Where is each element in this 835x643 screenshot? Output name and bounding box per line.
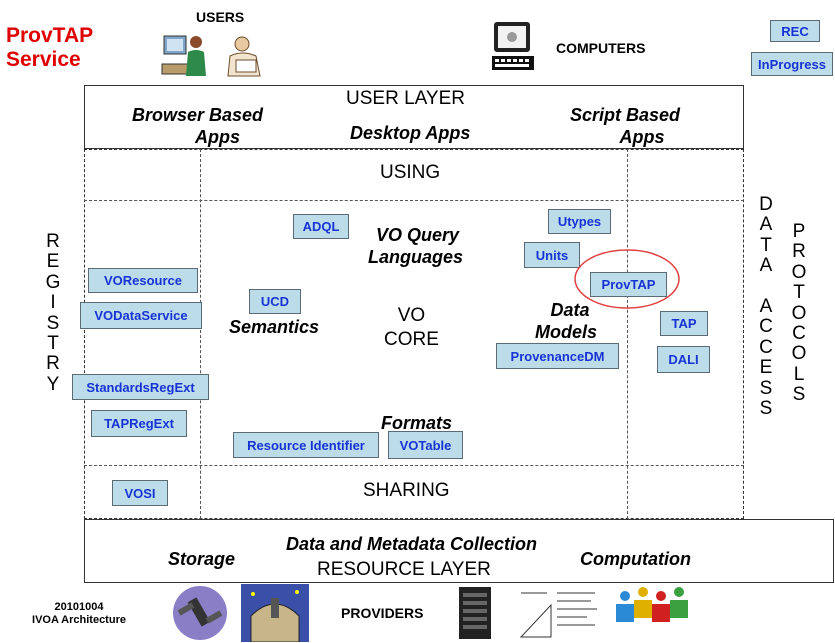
formats-label: Formats xyxy=(381,413,453,433)
script-apps-label: Script Based Apps xyxy=(570,105,681,147)
standard-standardsregext[interactable]: StandardsRegExt xyxy=(72,374,209,400)
standard-votable[interactable]: VOTable xyxy=(388,431,463,459)
computer-icon xyxy=(492,22,534,70)
standard-utypes[interactable]: Utypes xyxy=(548,209,611,234)
vo-core-label: VO CORE xyxy=(384,305,439,350)
standard-adql[interactable]: ADQL xyxy=(293,214,349,239)
observatory-icon xyxy=(241,584,309,642)
provtap-highlight-circle xyxy=(574,249,680,309)
user-reading-icon xyxy=(227,36,261,77)
standard-units[interactable]: Units xyxy=(524,242,580,268)
user-at-computer-icon xyxy=(161,35,206,76)
registry-column-divider xyxy=(200,149,201,519)
status-badge-inprogress: InProgress xyxy=(751,52,833,76)
semantics-label: Semantics xyxy=(229,317,320,337)
standard-tapregext[interactable]: TAPRegExt xyxy=(91,410,187,437)
standard-tap[interactable]: TAP xyxy=(660,311,708,336)
user-layer-title: USER LAYER xyxy=(346,88,465,109)
providers-label: PROVIDERS xyxy=(341,605,424,621)
status-badge-rec: REC xyxy=(770,20,820,42)
page-title: ProvTAP Service xyxy=(6,24,94,71)
puzzle-people-icon xyxy=(616,587,688,622)
server-rack-icon xyxy=(459,587,491,639)
math-formulas-icon xyxy=(517,585,601,641)
storage-label: Storage xyxy=(168,549,236,569)
standard-dali[interactable]: DALI xyxy=(657,346,710,373)
standard-vodataservice[interactable]: VODataService xyxy=(80,302,202,329)
standard-vosi[interactable]: VOSI xyxy=(112,480,168,506)
using-label: USING xyxy=(380,162,441,183)
users-label: USERS xyxy=(196,9,245,25)
browser-apps-label: Browser Based Apps xyxy=(132,105,264,147)
sharing-label: SHARING xyxy=(363,480,450,501)
desktop-apps-label: Desktop Apps xyxy=(350,123,471,143)
vo-query-languages-label: VO Query Languages xyxy=(368,225,464,267)
computers-label: COMPUTERS xyxy=(556,40,646,56)
sharing-divider xyxy=(84,465,744,466)
using-divider xyxy=(84,200,744,201)
data-models-label: Data Models xyxy=(535,300,598,342)
footer-caption: 20101004 IVOA Architecture xyxy=(32,601,126,626)
resource-layer-frame xyxy=(84,519,834,583)
user-layer-frame xyxy=(84,85,744,149)
standard-provenancedm[interactable]: ProvenanceDM xyxy=(496,343,619,369)
standard-voresource[interactable]: VOResource xyxy=(88,268,198,293)
data-metadata-collection-label: Data and Metadata Collection xyxy=(286,534,538,554)
core-region-frame xyxy=(84,149,744,519)
standard-provtap[interactable]: ProvTAP xyxy=(590,272,667,297)
standard-resource-identifier[interactable]: Resource Identifier xyxy=(233,432,379,458)
satellite-icon xyxy=(173,586,227,640)
protocols-column-divider xyxy=(627,149,628,519)
computation-label: Computation xyxy=(580,549,691,569)
standard-ucd[interactable]: UCD xyxy=(249,289,301,314)
resource-layer-title: RESOURCE LAYER xyxy=(317,559,491,580)
